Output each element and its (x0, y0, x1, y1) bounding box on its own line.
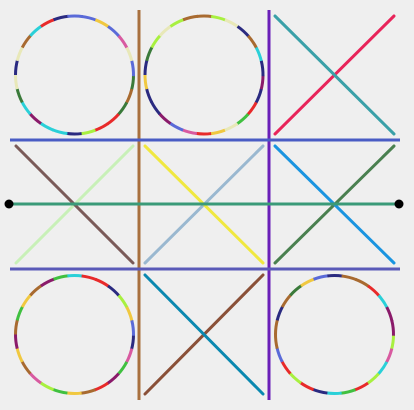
o-mark-r0-c0 (14, 14, 135, 136)
o-mark-r2-c2 (274, 274, 395, 395)
o-arc-segment (259, 60, 265, 77)
win-line-layer (4, 199, 404, 209)
win-line-start-dot (4, 199, 14, 209)
x-stroke-falling (143, 273, 265, 396)
marks-layer (14, 14, 396, 396)
o-arc-segment (130, 320, 135, 336)
board-cell-r2-c2[interactable] (269, 269, 400, 400)
board-cell-r0-c2[interactable] (269, 10, 400, 140)
board-cell-r0-c1[interactable] (139, 10, 269, 140)
x-stroke-falling (273, 14, 396, 136)
o-arc-segment (130, 60, 135, 77)
x-mark-r0-c2 (273, 14, 396, 136)
o-arc-segment (390, 320, 395, 336)
board-cell-r0-c0[interactable] (10, 10, 139, 140)
win-line-end-dot (394, 199, 404, 209)
o-mark-r2-c0 (14, 274, 135, 395)
o-mark-r0-c1 (143, 14, 265, 136)
board-cell-r2-c0[interactable] (10, 269, 139, 400)
board-cell-r2-c1[interactable] (139, 269, 269, 400)
x-mark-r2-c1 (143, 273, 265, 396)
